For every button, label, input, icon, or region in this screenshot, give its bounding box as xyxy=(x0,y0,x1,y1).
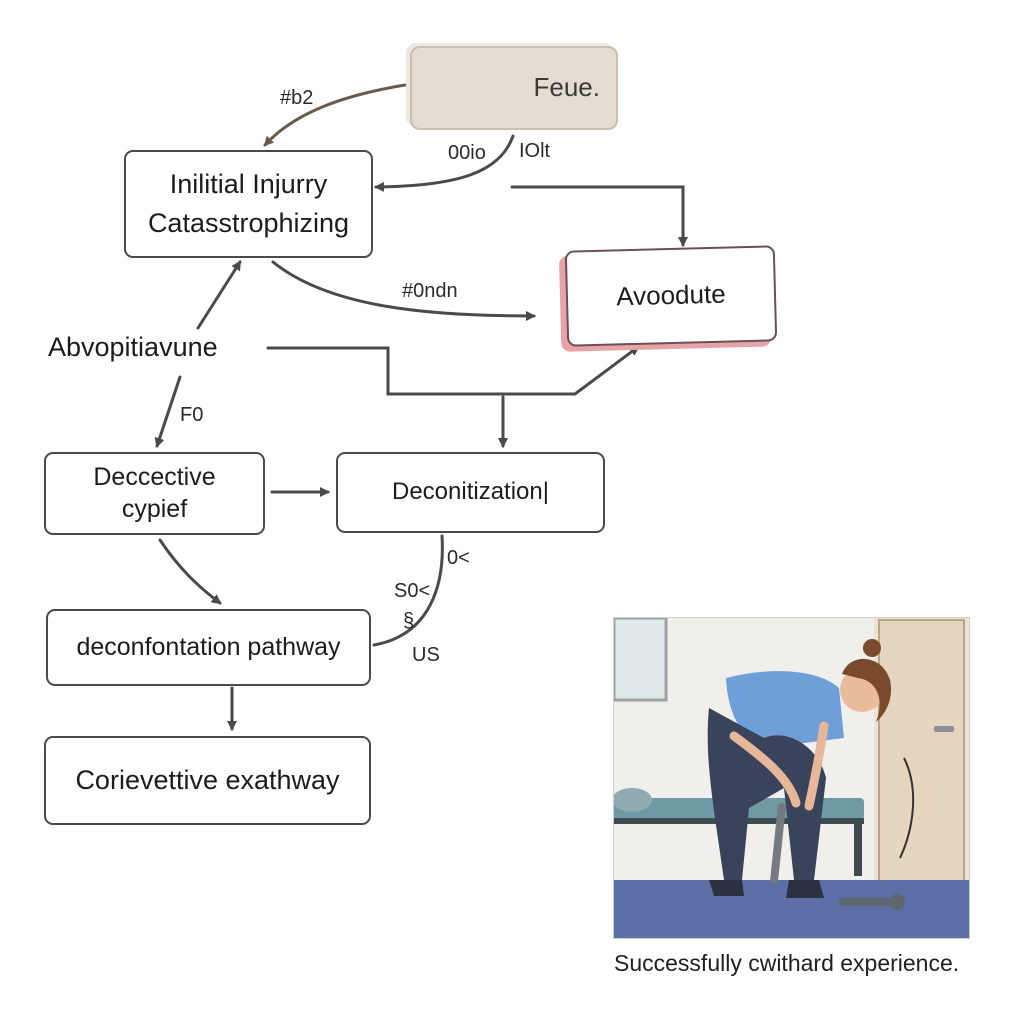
edge-label-b2: #b2 xyxy=(280,87,314,109)
initial-injury-line1: Inilitial Injurry xyxy=(169,168,328,199)
avoidance-node: Avoodute xyxy=(564,245,778,347)
edge-label-s0lt: S0< xyxy=(394,580,431,602)
arrow-to-avoid xyxy=(510,185,688,247)
avoidance-label: Avoodute xyxy=(615,278,727,312)
feue-label: Feue. xyxy=(533,72,601,103)
edge-label-us: US xyxy=(412,644,440,666)
arrow-feue-down-to-initial xyxy=(374,134,515,192)
deceptive-line2: cypief xyxy=(121,494,188,523)
rehab-illustration-art xyxy=(614,618,969,938)
rehab-illustration xyxy=(613,617,970,939)
arrow-decept-to-pathway xyxy=(158,538,222,605)
feue-node: Feue. xyxy=(410,46,618,130)
corrective-pathway-node: Corievettive exathway xyxy=(44,736,371,825)
arrow-side-to-decept xyxy=(154,375,182,448)
edge-label-section: § xyxy=(403,610,415,632)
illustration-caption: Successfully cwithard experience. xyxy=(614,950,960,976)
initial-injury-line2: Catasstrophizing xyxy=(147,208,350,238)
deconfrontation-pathway-node: deconfontation pathway xyxy=(46,609,371,686)
initial-injury-node: Inilitial Injurry Catasstrophizing xyxy=(124,150,373,258)
arrow-side-to-decon-avoid xyxy=(266,345,640,396)
edge-label-0ndn: #0ndn xyxy=(402,280,458,302)
deceptive-node: Deccective cypief xyxy=(44,452,265,535)
side-label: Abvopitiavune xyxy=(48,332,218,362)
edge-label-f0: F0 xyxy=(180,404,204,426)
deceptive-line1: Deccective xyxy=(93,463,216,492)
edge-label-iolt: IOlt xyxy=(519,140,551,162)
deconditioning-node: Deconitization| xyxy=(336,452,605,533)
corrective-pathway-label: Corievettive exathway xyxy=(75,764,340,795)
deconditioning-label: Deconitization| xyxy=(392,478,549,506)
edge-label-00io: 00io xyxy=(448,142,486,164)
edge-label-0lt: 0< xyxy=(447,547,470,569)
arrow-side-to-initial xyxy=(196,260,242,330)
deconfrontation-pathway-label: deconfontation pathway xyxy=(76,633,341,662)
